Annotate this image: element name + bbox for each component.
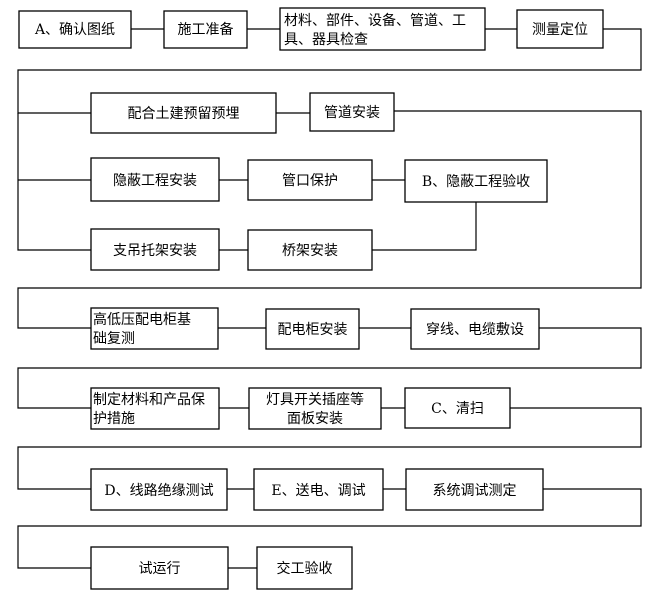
step-box-5: 配合土建预留预埋 <box>90 92 277 134</box>
connector <box>17 110 642 329</box>
step-frame <box>265 308 360 350</box>
step-label: D、线路绝缘测试 <box>104 483 213 499</box>
step-box-22: 交工验收 <box>256 546 353 590</box>
step-label: 配合土建预留预埋 <box>128 106 240 122</box>
step-box-10: 支吊托架安装 <box>90 228 220 271</box>
step-frame <box>253 468 384 511</box>
step-label: 试运行 <box>139 561 181 577</box>
connector <box>17 327 642 409</box>
step-box-12: 高低压配电柜基 础复测 <box>90 307 219 350</box>
step-label: 管口保护 <box>282 173 338 189</box>
step-frame <box>90 228 220 271</box>
step-box-7: 隐蔽工程安装 <box>90 157 220 202</box>
step-frame <box>248 387 382 430</box>
step-frame <box>256 546 353 590</box>
step-box-13: 配电柜安装 <box>265 308 360 350</box>
step-frame <box>90 468 228 511</box>
step-box-21: 试运行 <box>90 546 229 590</box>
step-frame <box>516 9 604 49</box>
step-frame <box>90 92 277 134</box>
step-label: 材料、部件、设备、管道、工 <box>284 12 466 29</box>
step-box-2: 施工准备 <box>163 10 248 49</box>
step-label: 护措施 <box>93 411 135 427</box>
step-label: 高低压配电柜基 <box>93 311 191 328</box>
step-frame <box>309 92 395 132</box>
connector <box>17 113 91 251</box>
step-label: 穿线、电缆敷设 <box>426 322 524 338</box>
step-label: 面板安装 <box>287 411 343 427</box>
step-box-8: 管口保护 <box>247 159 373 201</box>
step-label: C、清扫 <box>431 401 484 417</box>
step-box-20: 系统调试测定 <box>405 468 544 511</box>
step-box-1: A、确认图纸 <box>18 10 132 49</box>
step-frame <box>410 308 540 350</box>
step-frame <box>90 307 219 350</box>
step-frame <box>90 546 229 590</box>
connector <box>17 28 642 114</box>
step-frame <box>247 229 373 271</box>
step-label: 配电柜安装 <box>278 322 348 338</box>
step-box-18: D、线路绝缘测试 <box>90 468 228 511</box>
step-frame <box>279 7 486 51</box>
step-label: 具、器具检查 <box>284 32 368 48</box>
step-frame <box>404 159 548 203</box>
step-label: 制定材料和产品保 <box>93 392 205 408</box>
connector <box>17 407 642 490</box>
step-box-3: 材料、部件、设备、管道、工 具、器具检查 <box>279 7 486 51</box>
step-box-4: 测量定位 <box>516 9 604 49</box>
step-box-19: E、送电、调试 <box>253 468 384 511</box>
step-label: E、送电、调试 <box>271 483 365 499</box>
connectors <box>17 28 642 569</box>
step-frame <box>90 157 220 202</box>
step-label: A、确认图纸 <box>34 22 115 38</box>
step-frame <box>163 10 248 49</box>
step-label: 支吊托架安装 <box>113 243 197 259</box>
step-label: 础复测 <box>93 330 135 347</box>
step-frame <box>247 159 373 201</box>
step-box-17: C、清扫 <box>404 387 511 429</box>
step-frame <box>405 468 544 511</box>
step-box-16: 灯具开关插座等 面板安装 <box>248 387 382 430</box>
step-label: 灯具开关插座等 <box>266 391 364 408</box>
step-label: 系统调试测定 <box>433 483 517 499</box>
connector <box>17 488 642 569</box>
step-frame <box>404 387 511 429</box>
step-box-6: 管道安装 <box>309 92 395 132</box>
step-frame <box>18 10 132 49</box>
step-label: 桥架安装 <box>282 243 338 259</box>
step-label: B、隐蔽工程验收 <box>422 174 530 190</box>
step-label: 测量定位 <box>532 22 588 38</box>
step-label: 隐蔽工程安装 <box>113 173 197 189</box>
step-frame <box>90 387 220 430</box>
step-box-11: 桥架安装 <box>247 229 373 271</box>
step-label: 管道安装 <box>324 105 380 121</box>
step-label: 施工准备 <box>178 21 234 38</box>
step-label: 交工验收 <box>277 560 333 577</box>
step-box-14: 穿线、电缆敷设 <box>410 308 540 350</box>
step-box-9: B、隐蔽工程验收 <box>404 159 548 203</box>
step-box-15: 制定材料和产品保 护措施 <box>90 387 220 430</box>
connector <box>372 202 477 251</box>
